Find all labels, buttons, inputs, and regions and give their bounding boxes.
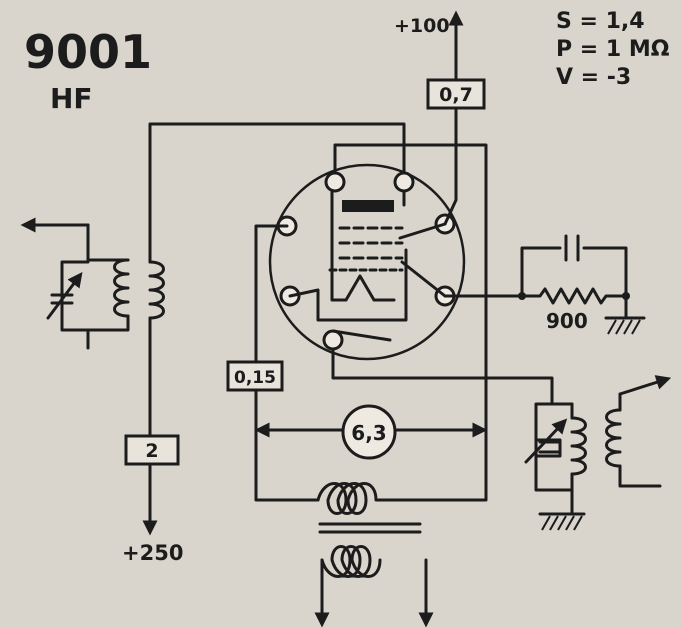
screen-resistor: 2 xyxy=(124,434,180,466)
input-tuning-capacitor xyxy=(50,293,74,305)
param-v: V = -3 xyxy=(556,65,631,90)
tube-anode xyxy=(342,200,394,212)
heater-transformer xyxy=(314,482,434,628)
wire-bias-cap xyxy=(520,246,628,298)
plate-resistor-box xyxy=(426,78,486,110)
heater-secondary-winding xyxy=(316,482,422,515)
param-p: P = 1 MΩ xyxy=(556,37,670,62)
output-tank-circuit xyxy=(524,375,672,531)
tube-function-label: HF xyxy=(50,82,93,115)
heater-voltage-dimension: 6,3 xyxy=(254,404,488,460)
pin-2 xyxy=(393,171,415,193)
plate-resistor-label: 0,7 xyxy=(439,84,473,106)
param-s: S = 1,4 xyxy=(556,9,645,34)
wire-input-cap xyxy=(60,260,90,332)
pin-1 xyxy=(324,171,346,193)
wire-output-tank xyxy=(534,402,574,514)
wire-output xyxy=(331,347,554,406)
transformer-core xyxy=(318,522,422,534)
tube-pins xyxy=(276,171,456,351)
cathode-resistor-label: 0,15 xyxy=(234,368,276,388)
output-secondary-coil xyxy=(605,408,622,468)
wire-output-secondary xyxy=(618,392,662,488)
tube-grids xyxy=(338,226,404,260)
bias-capacitor xyxy=(564,234,580,262)
bias-network xyxy=(518,234,646,335)
screen-resistor-box xyxy=(124,434,180,466)
junction-ground xyxy=(622,292,630,300)
input-secondary-coil xyxy=(148,260,165,320)
output-arrow xyxy=(618,375,672,396)
wire-grid-input xyxy=(148,122,406,252)
cathode-resistor-box xyxy=(226,360,284,392)
ground-hatch-output xyxy=(541,515,583,531)
screen-resistor-label: 2 xyxy=(145,440,158,462)
input-capacitor-variable-arrow xyxy=(46,272,83,320)
heater-voltage-circle xyxy=(341,404,397,460)
cathode-resistor: 0,15 xyxy=(226,360,284,392)
input-tank-circuit xyxy=(20,217,165,536)
wire-grid-pins xyxy=(398,222,447,298)
plate-resistor: 0,7 xyxy=(426,78,486,110)
junction-cathode xyxy=(518,292,526,300)
pin-5 xyxy=(322,329,344,351)
tube-filament xyxy=(330,178,396,302)
bias-resistor-label: 900 xyxy=(546,309,588,333)
wire-heater xyxy=(331,189,406,342)
bias-resistor xyxy=(520,287,628,320)
wire-pin6 xyxy=(288,248,408,322)
wire-input-tank xyxy=(86,223,130,350)
output-capacitor-variable-arrow xyxy=(524,418,568,464)
ground-hatch-bias xyxy=(607,319,641,335)
tube-electrodes xyxy=(328,178,404,302)
wire-frame-right xyxy=(333,143,488,502)
tube-envelope xyxy=(268,163,466,361)
heater-voltage-label: 6,3 xyxy=(351,421,386,445)
supply-plus100-label: +100 xyxy=(394,15,450,37)
tube-type-label: 9001 xyxy=(24,25,152,79)
heater-primary-winding xyxy=(320,545,382,578)
supply-plus250-label: +250 xyxy=(122,541,183,565)
input-primary-coil xyxy=(113,258,130,318)
wire-plate-supply xyxy=(443,38,458,226)
output-primary-coil xyxy=(570,416,587,476)
